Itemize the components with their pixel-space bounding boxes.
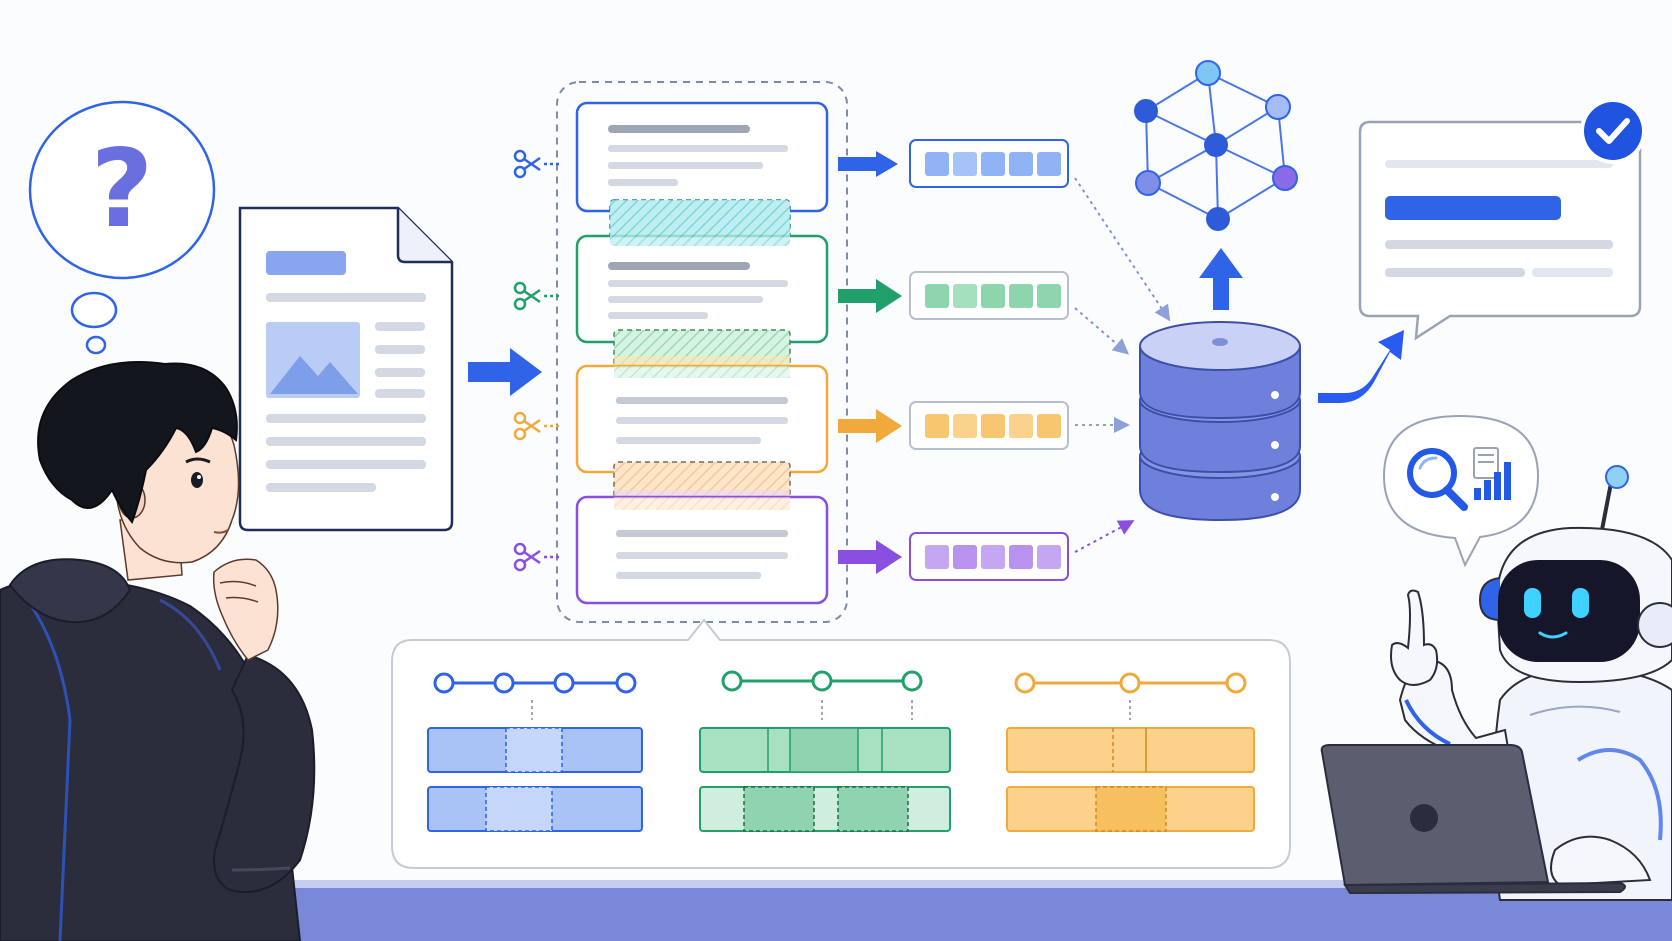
knowledge-graph-icon — [1134, 60, 1298, 231]
magnifier-icon — [1407, 448, 1468, 511]
chunk-purple — [575, 495, 829, 605]
document-icon — [238, 206, 454, 532]
chunk-column-frame — [556, 81, 848, 623]
strategy-fixed-size — [427, 672, 643, 832]
laptop-icon — [1320, 744, 1626, 895]
database-icon — [1139, 321, 1301, 522]
thought-bubble-icon: ? — [28, 100, 216, 355]
strategy-sliding-window — [1006, 672, 1255, 832]
embedding-vector-green — [909, 271, 1069, 320]
db-to-graph-arrow — [1199, 248, 1243, 310]
db-to-answer-arrow — [1318, 330, 1404, 403]
chunk-green — [575, 200, 829, 344]
person-thinking — [0, 361, 316, 941]
embedding-vector-blue — [909, 139, 1069, 188]
search-bubble — [1382, 414, 1540, 568]
question-mark-icon: ? — [91, 127, 154, 252]
answer-card-icon — [1358, 120, 1642, 341]
chunk-blue — [575, 101, 829, 213]
embedding-vector-orange — [909, 401, 1069, 450]
strategy-semantic — [699, 670, 951, 832]
bar-chart-icon — [1473, 447, 1511, 500]
chunk-to-embedding-arrows — [838, 151, 902, 574]
checkmark-badge-icon — [1580, 98, 1646, 164]
image-placeholder-icon — [266, 322, 360, 398]
embedding-to-db-arrows — [1074, 177, 1171, 553]
chunking-strategies-panel — [391, 618, 1291, 869]
doc-to-chunks-arrow — [468, 348, 542, 396]
chunk-orange — [575, 364, 829, 474]
scissors-icon — [513, 149, 562, 572]
embedding-vector-purple — [909, 532, 1069, 581]
